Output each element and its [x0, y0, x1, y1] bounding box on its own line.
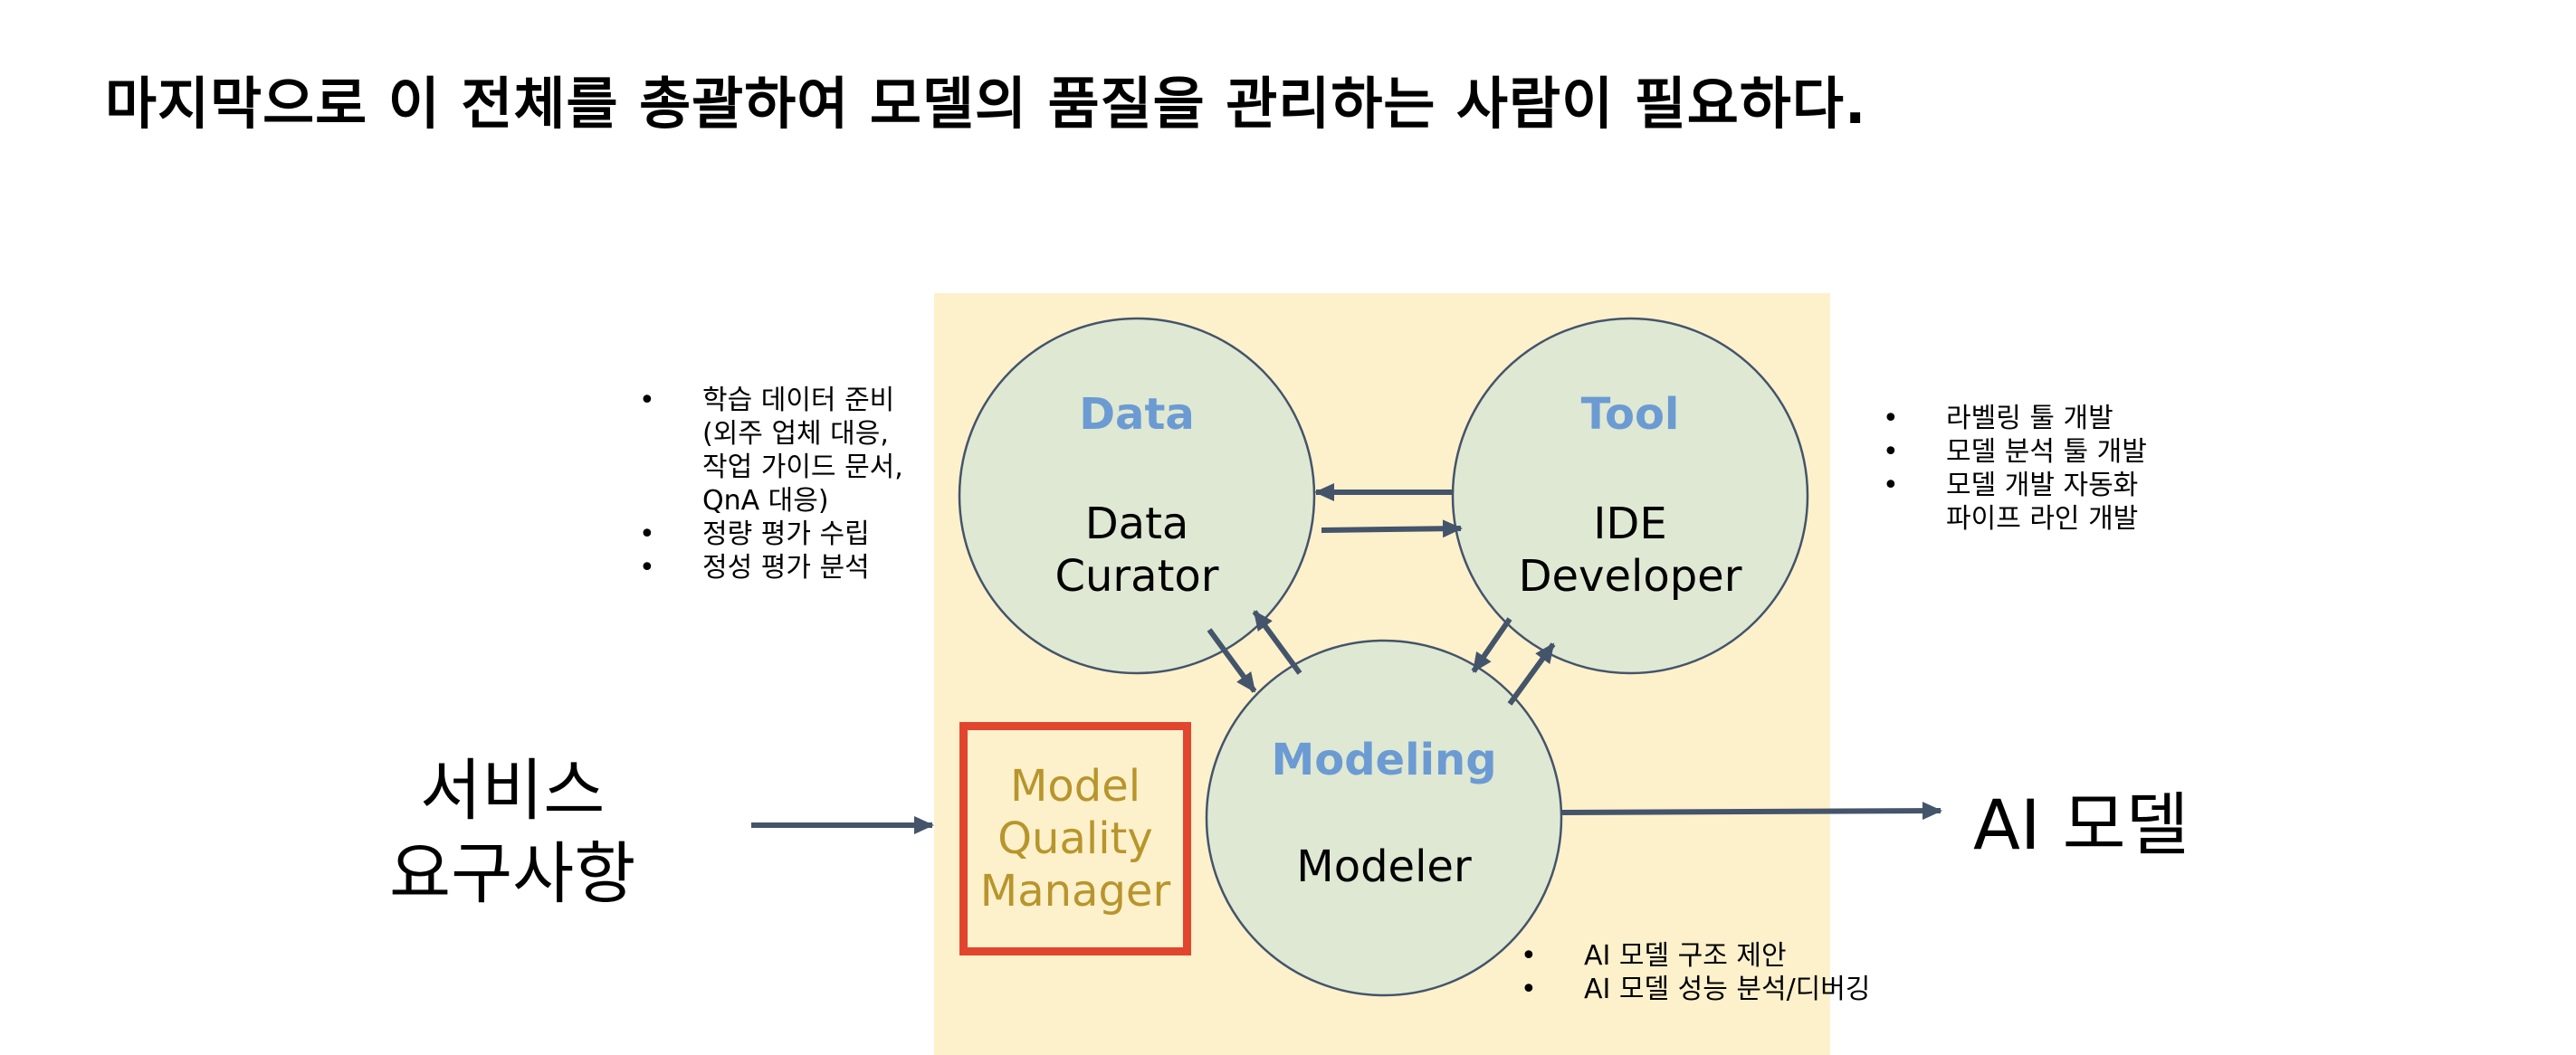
page-title: 마지막으로 이 전체를 총괄하여 모델의 품질을 관리하는 사람이 필요하다.: [105, 71, 1867, 137]
list-item: AI 모델 성능 분석/디버깅: [1521, 973, 1871, 1006]
data-curator-tasks: 학습 데이터 준비 (외주 업체 대응, 작업 가이드 문서, QnA 대응) …: [639, 384, 903, 585]
list-item-line: 모델 개발 자동화: [1946, 470, 2139, 501]
list-item: AI 모델 구조 제안: [1521, 939, 1871, 973]
qm-line: Model: [1009, 761, 1141, 812]
list-item: 정성 평가 분석: [639, 551, 903, 585]
model-quality-manager-label: Model Quality Manager: [980, 760, 1170, 917]
service-requirements-label: 서비스 요구사항: [389, 749, 635, 916]
tool-node-line: IDE: [1593, 499, 1667, 549]
list-item-line: AI 모델 성능 분석/디버깅: [1584, 974, 1871, 1005]
list-item-line: 작업 가이드 문서,: [702, 451, 903, 483]
data-node-heading: Data: [1079, 389, 1195, 440]
arrow-modeling-to-data: [1252, 610, 1302, 675]
modeler-circle: [1205, 639, 1563, 997]
list-item-line: 모델 분석 툴 개발: [1946, 436, 2147, 468]
model-quality-manager-box: Model Quality Manager: [959, 722, 1191, 955]
list-item: 학습 데이터 준비 (외주 업체 대응, 작업 가이드 문서, QnA 대응): [639, 384, 903, 518]
qm-line: Manager: [979, 866, 1171, 917]
tool-node-heading: Tool: [1580, 389, 1680, 440]
arrow-data-to-modeling: [1207, 628, 1257, 693]
modeling-node-line: Modeler: [1296, 841, 1472, 892]
modeling-node-heading: Modeling: [1271, 735, 1497, 785]
list-item: 모델 개발 자동화 파이프 라인 개발: [1883, 469, 2147, 536]
arrow-modeling-to-tool: [1507, 642, 1556, 706]
data-node-role: Data Curator: [1054, 498, 1218, 603]
list-item-line: 정량 평가 수립: [702, 518, 870, 550]
data-node-line: Data: [1084, 499, 1189, 549]
tool-node-role: IDE Developer: [1519, 498, 1742, 603]
list-item: 정량 평가 수립: [639, 518, 903, 551]
input-label-line: 요구사항: [389, 835, 636, 913]
list-item-line: AI 모델 구조 제안: [1584, 940, 1787, 972]
list-item-line: QnA 대응): [702, 485, 829, 517]
tool-node-line: Developer: [1518, 551, 1742, 602]
list-item-line: (외주 업체 대응,: [702, 418, 889, 450]
list-item-line: 학습 데이터 준비: [702, 385, 895, 416]
arrow-modeler-to-output: [1560, 802, 1942, 821]
list-item-line: 파이프 라인 개발: [1946, 503, 2139, 535]
modeler-tasks: AI 모델 구조 제안 AI 모델 성능 분석/디버깅: [1521, 939, 1871, 1006]
list-item-line: 정성 평가 분석: [702, 552, 870, 584]
list-item: 라벨링 툴 개발: [1883, 402, 2147, 435]
ide-developer-circle: [1451, 317, 1809, 675]
input-label-line: 서비스: [420, 752, 606, 830]
list-item-line: 라벨링 툴 개발: [1946, 403, 2113, 434]
arrow-tool-to-modeling: [1471, 617, 1512, 673]
arrow-data-to-tool: [1321, 519, 1463, 538]
qm-line: Quality: [997, 813, 1153, 864]
ai-model-output-label: AI 모델: [1973, 784, 2190, 865]
data-node-line: Curator: [1054, 551, 1219, 602]
modeling-node-role: Modeler: [1296, 841, 1471, 893]
ide-developer-tasks: 라벨링 툴 개발 모델 분석 툴 개발 모델 개발 자동화 파이프 라인 개발: [1883, 402, 2147, 536]
list-item: 모델 분석 툴 개발: [1883, 435, 2147, 469]
